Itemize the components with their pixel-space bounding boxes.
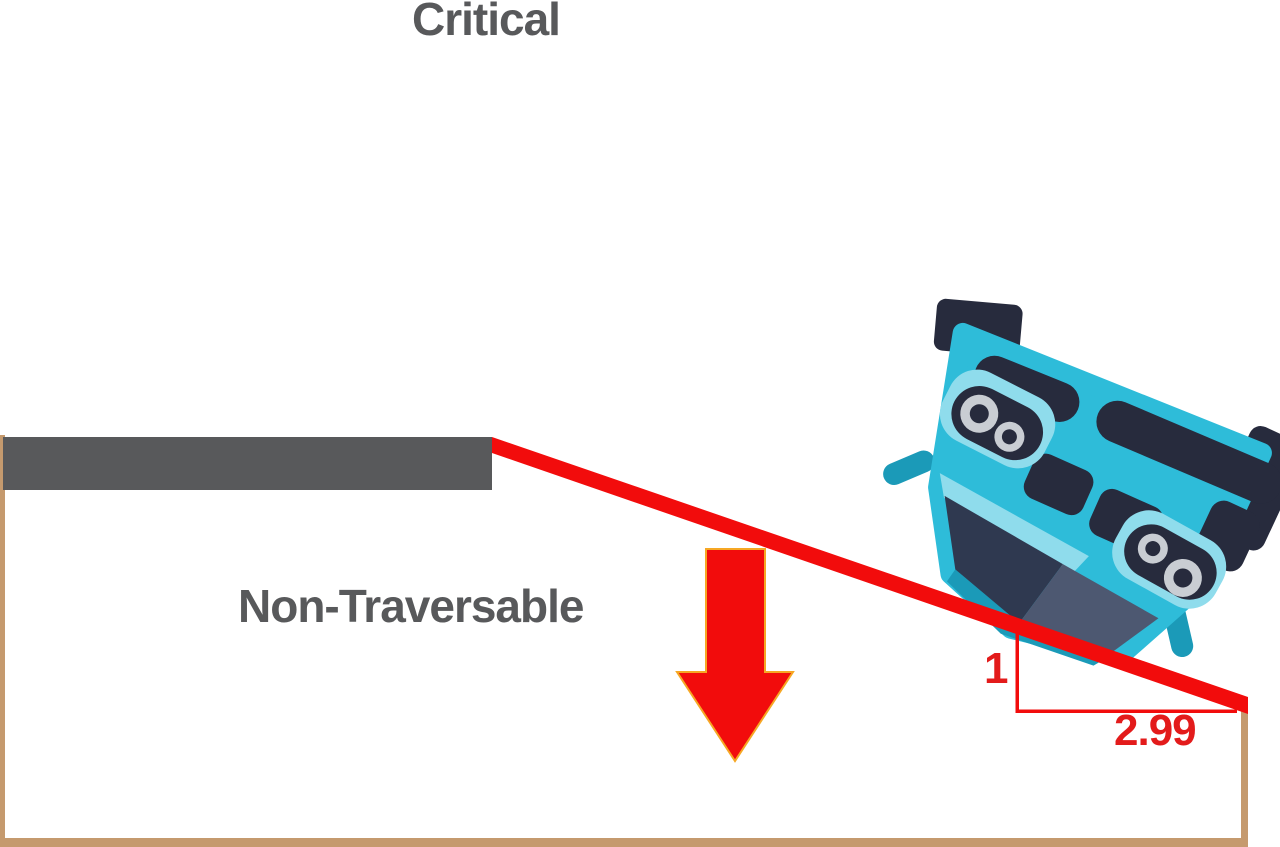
terrain-border (0, 435, 1248, 847)
down-arrow-icon (675, 548, 795, 763)
car-hood-strip (939, 473, 1089, 574)
terrain-border-bottom (0, 838, 1248, 847)
car-tire-bar (1096, 400, 1280, 504)
slope-ratio-triangle (1015, 633, 1237, 713)
slope-run-value: 2.99 (1114, 706, 1197, 755)
slope-triangle-vertical-line (1015, 633, 1019, 712)
car-windshield-dark (944, 495, 1063, 624)
upper-surface-platform (3, 437, 492, 490)
car-headlight-right (1112, 510, 1227, 609)
slope-rise-value: 1 (984, 644, 1009, 693)
terrain-border-right (1241, 698, 1248, 847)
slope-triangle-horizontal-line (1015, 709, 1237, 713)
car-mirror-icon (883, 450, 935, 485)
page-title: Critical (412, 0, 561, 45)
car-headlight-left (939, 369, 1056, 469)
terrain-border-left (0, 435, 5, 847)
car-grille (1023, 453, 1094, 516)
slope-surface-line (492, 437, 1248, 714)
car-tire-bar (974, 355, 1080, 423)
region-label: Non-Traversable (238, 580, 584, 632)
